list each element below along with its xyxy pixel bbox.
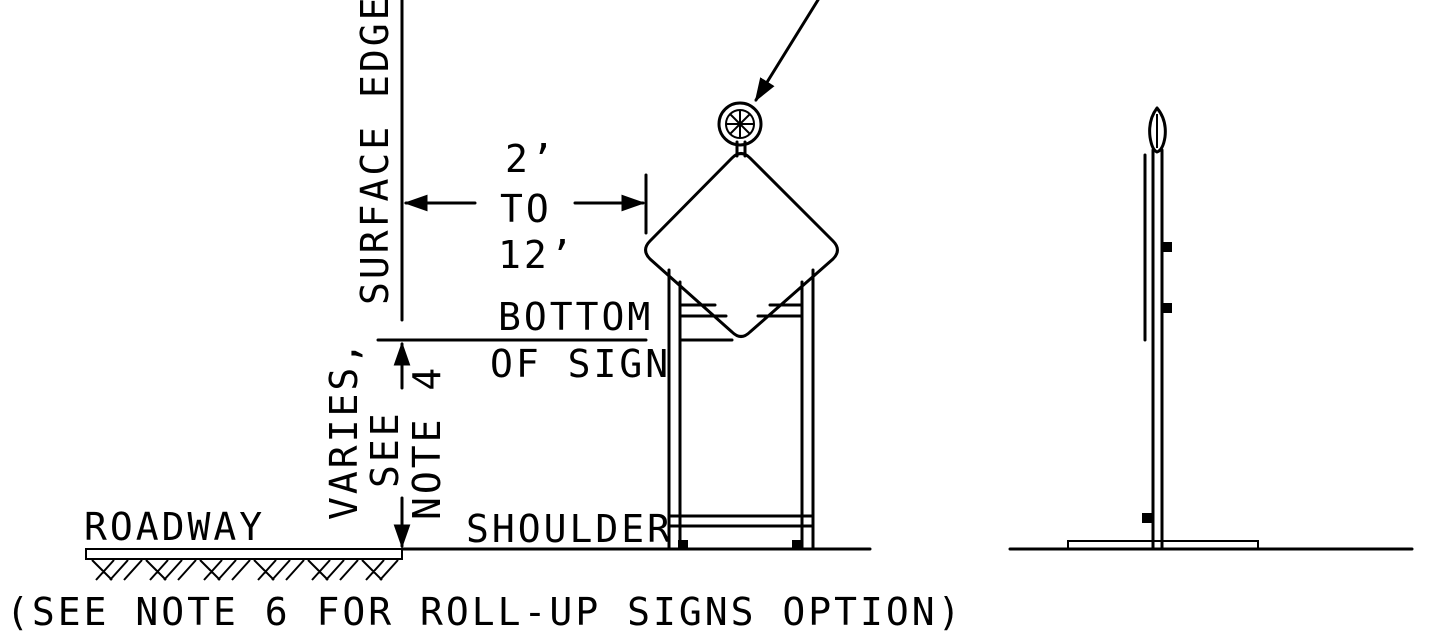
offset-label-bottom: 12’ [498, 233, 576, 277]
varies-label-3: NOTE 4 [405, 365, 449, 520]
surface-edge-label: SURFACE EDGE [353, 0, 397, 305]
offset-label-top: 2’ [505, 137, 557, 181]
offset-label-mid: TO [500, 187, 552, 231]
varies-label-2: SEE [363, 410, 407, 488]
bottom-of-sign-label-2: OF SIGN [490, 342, 671, 386]
warning-light-icon [717, 101, 763, 158]
footnote-text: (SEE NOTE 6 FOR ROLL-UP SIGNS OPTION) [6, 590, 963, 634]
sign-stand-front [667, 268, 815, 551]
shoulder-label: SHOULDER [466, 507, 673, 551]
sign-stand-side [1008, 106, 1414, 551]
diamond-sign-panel [644, 152, 839, 338]
light-pointer-arrow [754, 0, 820, 103]
roadway-label: ROADWAY [84, 505, 265, 549]
bottom-of-sign-label-1: BOTTOM [498, 295, 653, 339]
roadway-surface [85, 548, 403, 581]
varies-label-1: VARIES, [322, 339, 366, 520]
